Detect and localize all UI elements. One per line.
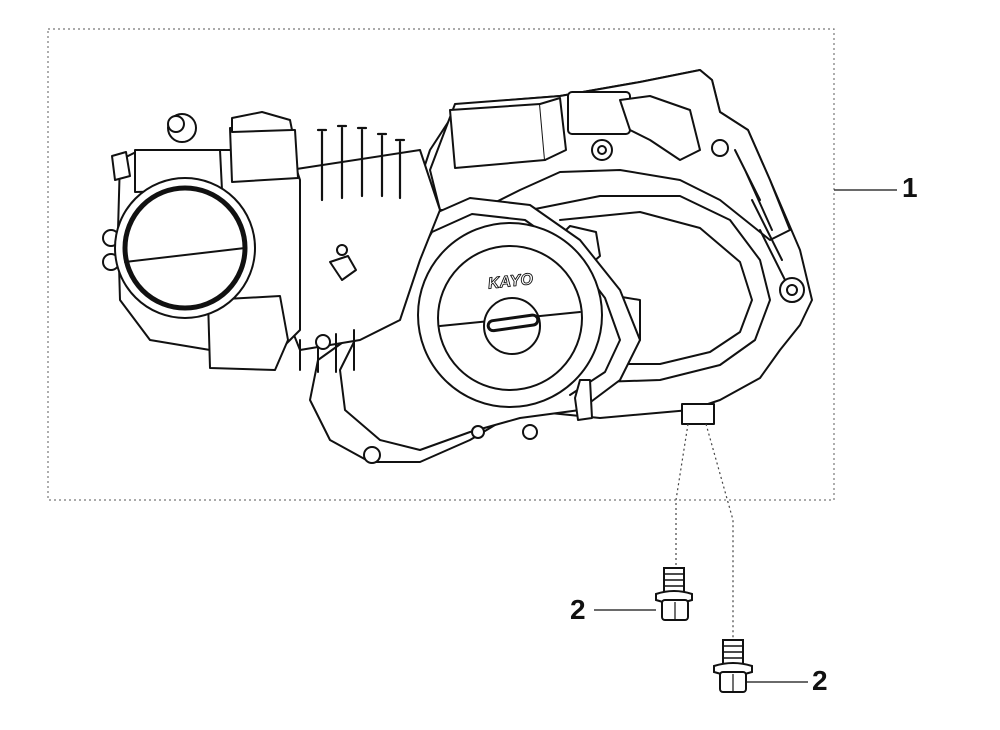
assembly-boundary-box xyxy=(47,28,835,501)
projection-line-2b xyxy=(705,423,734,642)
shift-linkage xyxy=(619,95,701,161)
head-top-block xyxy=(229,127,299,183)
rear-case-fins xyxy=(734,149,791,291)
cylinder-fins xyxy=(316,124,406,202)
callout-2-bolt-lower: 2 xyxy=(812,665,828,696)
valve-cap-stem-inner xyxy=(167,115,185,133)
callout-2-bolt-upper: 2 xyxy=(570,594,586,625)
kayo-logo: KAYO xyxy=(487,271,534,293)
spark-plug xyxy=(329,255,357,281)
sump-bracket xyxy=(681,403,715,425)
flange-bolt-2b xyxy=(713,639,753,693)
flange-bolt-2a xyxy=(655,567,693,621)
head-shroud xyxy=(207,295,289,371)
valve-cover-ring xyxy=(122,185,248,311)
cylinder-lower-fins xyxy=(299,329,355,373)
clutch-cover-inner-edge xyxy=(559,211,753,365)
projection-line-2a xyxy=(675,423,689,574)
intake-stud xyxy=(315,334,331,350)
bolt-head-top-inner xyxy=(597,145,607,155)
upper-cover-plate xyxy=(449,103,546,169)
engine-assembly: KAYO xyxy=(102,69,813,464)
breather-box xyxy=(567,91,631,135)
rear-mount-boss-hole xyxy=(786,284,798,296)
lower-bolt-c xyxy=(471,425,485,439)
head-bolt-left xyxy=(111,151,131,181)
spark-plug-tip xyxy=(336,244,348,256)
valve-cover-split xyxy=(124,247,246,263)
timing-plug-slot xyxy=(486,313,540,333)
lower-bolt-b xyxy=(522,424,538,440)
lower-bolt-a xyxy=(363,446,381,464)
upper-cover-ridge xyxy=(539,97,567,161)
shift-shaft xyxy=(574,379,593,421)
bolt-head-rear xyxy=(711,139,729,157)
head-top-block-lid xyxy=(231,111,293,133)
callout-1-engine: 1 xyxy=(902,172,918,203)
